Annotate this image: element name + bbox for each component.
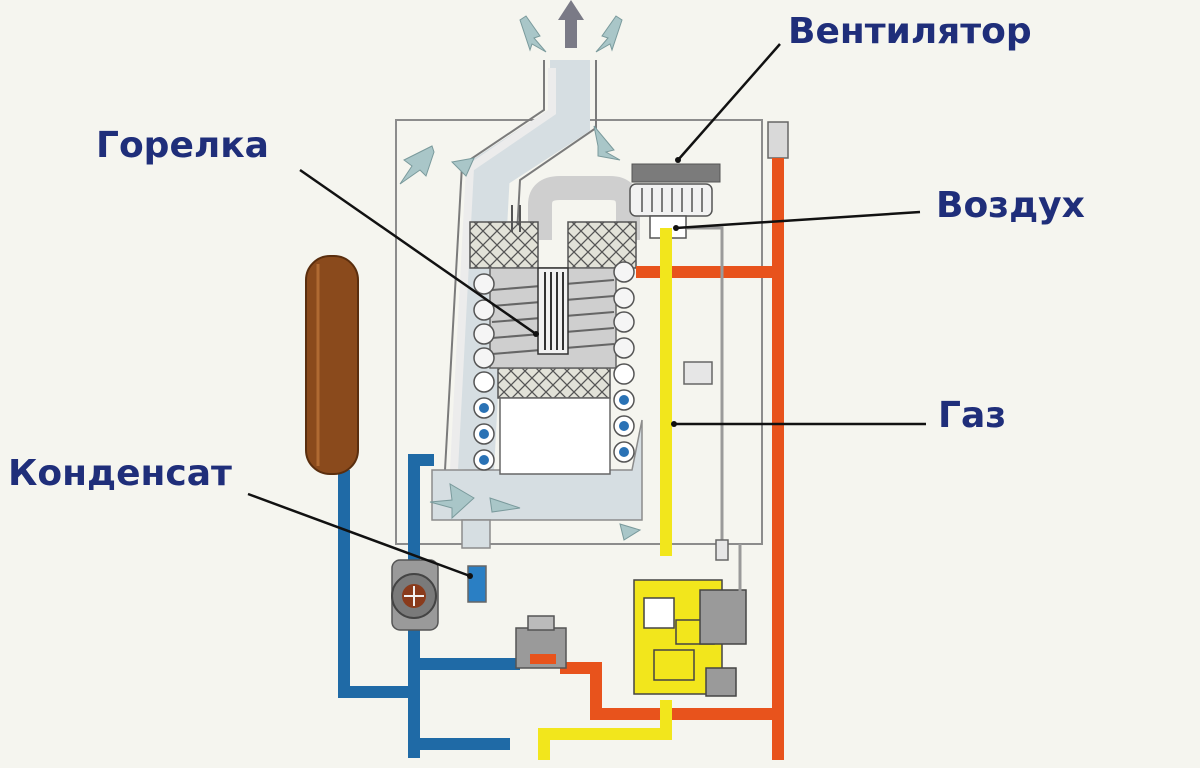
condensate-label: Конденсат bbox=[8, 453, 232, 494]
gas-label: Газ bbox=[938, 395, 1007, 436]
expansion-tank bbox=[305, 255, 359, 475]
air-leader-line bbox=[675, 210, 921, 230]
condensate-leader-line bbox=[247, 492, 471, 578]
fan-leader-line bbox=[677, 43, 781, 161]
insulation-top-left bbox=[469, 221, 539, 269]
burner-label: Горелка bbox=[96, 125, 269, 166]
control-line bbox=[686, 226, 724, 548]
airflow-arrows bbox=[399, 15, 642, 541]
insulation-middle bbox=[497, 367, 611, 399]
insulation-top-right bbox=[567, 221, 637, 269]
burner-leader-line bbox=[299, 168, 537, 336]
fan bbox=[629, 163, 721, 239]
air-label: Воздух bbox=[936, 185, 1085, 226]
heat-exchanger-tubes bbox=[473, 261, 635, 471]
circulation-pump bbox=[391, 559, 439, 631]
three-way-valve bbox=[515, 615, 567, 669]
exhaust-arrow bbox=[558, 0, 584, 48]
air-intake-duct bbox=[528, 176, 640, 240]
fan-label: Вентилятор bbox=[788, 11, 1032, 52]
air-vent bbox=[767, 121, 789, 159]
gas-valve bbox=[633, 579, 747, 697]
leader-lines bbox=[247, 43, 926, 578]
exhaust-flue bbox=[444, 60, 545, 471]
